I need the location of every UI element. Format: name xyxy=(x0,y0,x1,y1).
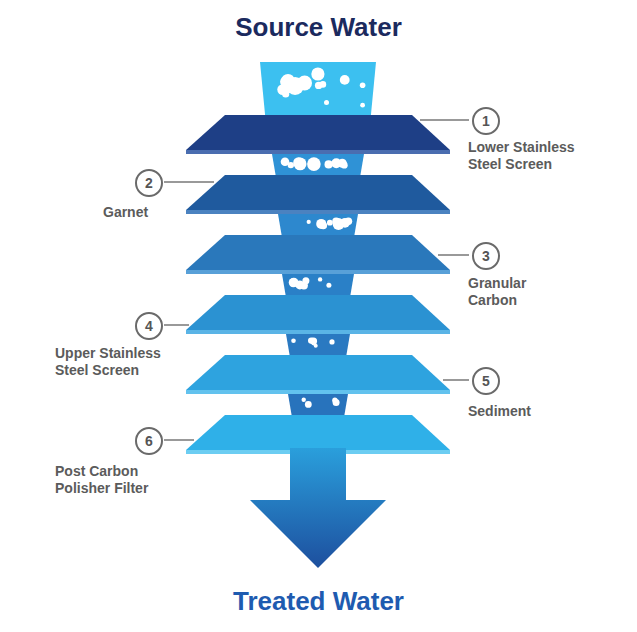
water-bubble xyxy=(314,344,318,348)
diagram-caption: Treated Water xyxy=(0,586,637,617)
part-name: Granular Carbon xyxy=(468,275,558,309)
leader-line xyxy=(443,379,469,381)
water-bubble xyxy=(302,277,309,284)
water-bubble xyxy=(302,398,306,402)
water-bubble xyxy=(307,157,321,171)
filter-layer-edge xyxy=(186,330,450,334)
flow-arrow xyxy=(250,448,386,568)
water-bubble xyxy=(294,158,307,171)
part-name: Sediment xyxy=(468,403,568,420)
part-name: Garnet xyxy=(103,204,193,221)
water-bubble xyxy=(316,219,326,229)
water-bubble xyxy=(326,283,331,288)
filter-layer xyxy=(186,415,450,450)
filter-layer xyxy=(186,295,450,330)
water-bubble xyxy=(341,162,348,169)
callout-number: 4 xyxy=(135,312,163,340)
water-bubble xyxy=(324,100,329,105)
filter-layers xyxy=(186,115,450,454)
leader-line xyxy=(164,181,214,183)
water-bubble xyxy=(320,222,328,230)
callout-number: 1 xyxy=(472,107,500,135)
filter-layer xyxy=(186,355,450,390)
water-bubble xyxy=(360,103,365,108)
water-bubble xyxy=(332,218,340,226)
water-bubble xyxy=(310,338,317,345)
part-name: Post Carbon Polisher Filter xyxy=(55,463,190,497)
water-bubble xyxy=(288,162,294,168)
filter-layer-edge xyxy=(186,270,450,274)
water-bubble xyxy=(311,67,324,80)
water-bubble xyxy=(320,81,327,88)
water-bubble xyxy=(297,76,312,91)
callout-number: 6 xyxy=(135,427,163,455)
filter-layer-edge xyxy=(186,210,450,214)
filter-layer xyxy=(186,175,450,210)
water-bubble xyxy=(345,218,353,226)
water-bubble xyxy=(360,83,366,89)
water-bubble xyxy=(318,277,322,281)
leader-line xyxy=(420,119,469,121)
water-bubble xyxy=(325,160,333,168)
leader-lines xyxy=(164,120,469,440)
diagram-title: Source Water xyxy=(0,12,637,43)
water-bubble xyxy=(291,338,296,343)
filter-layer xyxy=(186,115,450,150)
part-name: Lower Stainless Steel Screen xyxy=(468,139,578,173)
leader-line xyxy=(438,254,469,256)
water-bubble xyxy=(332,398,337,403)
water-bubble xyxy=(297,159,306,168)
water-bubble xyxy=(280,76,292,88)
callout-number: 2 xyxy=(135,169,163,197)
filter-layer-edge xyxy=(186,390,450,394)
water-bubble xyxy=(329,339,334,344)
leader-line xyxy=(164,324,189,326)
callout-number: 3 xyxy=(472,242,500,270)
water-bubble xyxy=(307,220,311,224)
part-name: Upper Stainless Steel Screen xyxy=(55,345,190,379)
callout-number: 5 xyxy=(472,367,500,395)
water-bubble xyxy=(338,159,347,168)
water-bubble xyxy=(340,75,350,85)
leader-line xyxy=(164,439,194,441)
filter-layer-edge xyxy=(186,150,450,154)
water-bubble xyxy=(305,401,312,408)
water-bubble xyxy=(327,220,333,226)
filter-layer xyxy=(186,235,450,270)
